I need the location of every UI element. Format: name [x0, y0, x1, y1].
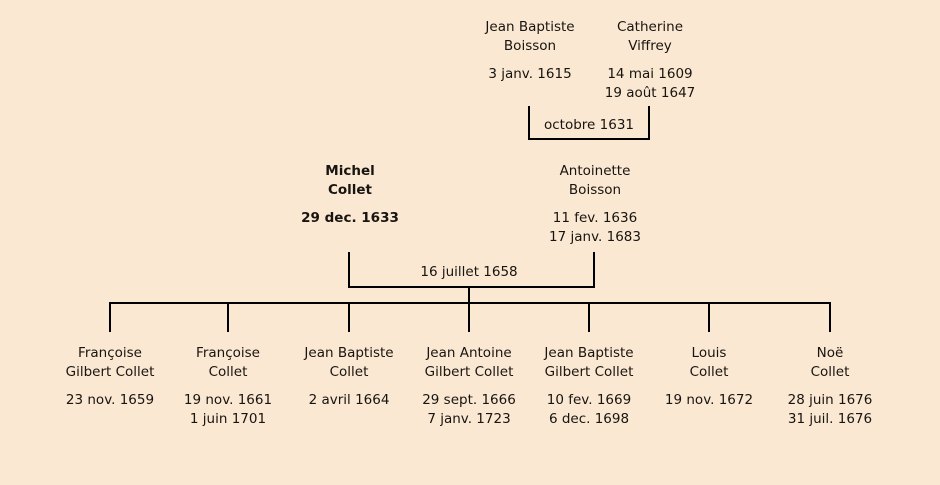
child-connector-line — [109, 302, 111, 332]
person-antoinette-boisson[interactable]: Antoinette Boisson 11 fev. 1636 17 janv.… — [520, 162, 670, 247]
person-name-line: Boisson — [568, 182, 622, 198]
person-name-line: Antoinette — [559, 163, 631, 179]
person-name-line: Jean Baptiste — [485, 19, 575, 35]
person-death-date: 31 juil. 1676 — [787, 411, 873, 427]
person-birth-date: 19 nov. 1672 — [664, 392, 754, 408]
person-birth-date: 29 dec. 1633 — [301, 210, 399, 226]
child-connector-line — [708, 302, 710, 332]
child-connector-line — [227, 302, 229, 332]
person-name-line: Michel — [325, 163, 375, 179]
person-name-line: Louis — [691, 345, 727, 361]
person-birth-date: 23 nov. 1659 — [65, 392, 155, 408]
person-birth-date: 29 sept. 1666 — [422, 392, 516, 408]
person-name-line: Jean Baptiste — [544, 345, 634, 361]
person-name-line: Collet — [327, 182, 373, 198]
person-birth-date: 14 mai 1609 — [607, 66, 693, 82]
person-name-line: Françoise — [78, 345, 142, 361]
person-name-line: Catherine — [616, 19, 684, 35]
person-birth-date: 3 janv. 1615 — [488, 66, 572, 82]
person-name-line: Collet — [810, 364, 850, 380]
grandfather-descent-line — [528, 106, 530, 140]
person-name-line: Gilbert Collet — [424, 364, 514, 380]
sibling-line — [109, 302, 831, 304]
person-name-line: Gilbert Collet — [544, 364, 634, 380]
person-jean-baptiste-gilbert-collet[interactable]: Jean Baptiste Gilbert Collet 10 fev. 166… — [514, 344, 664, 429]
person-name-line: Collet — [329, 364, 369, 380]
parents-marriage-line — [348, 286, 595, 288]
person-name-line: Viffrey — [628, 38, 672, 54]
child-connector-line — [348, 302, 350, 332]
child-connector-line — [829, 302, 831, 332]
person-name-line: Françoise — [196, 345, 260, 361]
person-death-date: 1 juin 1701 — [189, 411, 267, 427]
person-name-line: Noë — [816, 345, 844, 361]
person-jean-antoine-gilbert-collet[interactable]: Jean Antoine Gilbert Collet 29 sept. 166… — [394, 344, 544, 429]
person-jean-baptiste-collet[interactable]: Jean Baptiste Collet 2 avril 1664 — [274, 344, 424, 410]
person-birth-date: 10 fev. 1669 — [546, 392, 632, 408]
person-francoise-collet[interactable]: Françoise Collet 19 nov. 1661 1 juin 170… — [153, 344, 303, 429]
grandparents-marriage-date: octobre 1631 — [543, 117, 634, 133]
person-death-date: 7 janv. 1723 — [427, 411, 511, 427]
person-death-date: 17 janv. 1683 — [549, 229, 641, 245]
grandmother-descent-line — [648, 106, 650, 140]
person-name-line: Jean Baptiste — [304, 345, 394, 361]
person-catherine-viffrey[interactable]: Catherine Viffrey 14 mai 1609 19 août 16… — [575, 18, 725, 103]
person-death-date: 6 dec. 1698 — [548, 411, 630, 427]
person-name-line: Jean Antoine — [426, 345, 512, 361]
parents-marriage-date: 16 juillet 1658 — [420, 264, 518, 280]
children-descent-line — [468, 288, 470, 304]
person-birth-date: 19 nov. 1661 — [183, 392, 273, 408]
person-name-line: Collet — [689, 364, 729, 380]
person-birth-date: 2 avril 1664 — [308, 392, 390, 408]
person-name-line: Boisson — [503, 38, 557, 54]
mother-descent-line — [593, 252, 595, 288]
person-noe-collet[interactable]: Noë Collet 28 juin 1676 31 juil. 1676 — [755, 344, 905, 429]
child-connector-line — [588, 302, 590, 332]
child-connector-line — [468, 302, 470, 332]
person-francoise-gilbert-collet[interactable]: Françoise Gilbert Collet 23 nov. 1659 — [35, 344, 185, 410]
person-name-line: Collet — [208, 364, 248, 380]
person-louis-collet[interactable]: Louis Collet 19 nov. 1672 — [634, 344, 784, 410]
person-michel-collet[interactable]: Michel Collet 29 dec. 1633 — [275, 162, 425, 228]
person-jean-baptiste-boisson[interactable]: Jean Baptiste Boisson 3 janv. 1615 — [455, 18, 605, 84]
person-birth-date: 11 fev. 1636 — [552, 210, 638, 226]
grandparents-marriage-line — [528, 138, 650, 140]
father-descent-line — [348, 252, 350, 288]
person-death-date: 19 août 1647 — [604, 85, 696, 101]
person-birth-date: 28 juin 1676 — [787, 392, 873, 408]
person-name-line: Gilbert Collet — [65, 364, 155, 380]
